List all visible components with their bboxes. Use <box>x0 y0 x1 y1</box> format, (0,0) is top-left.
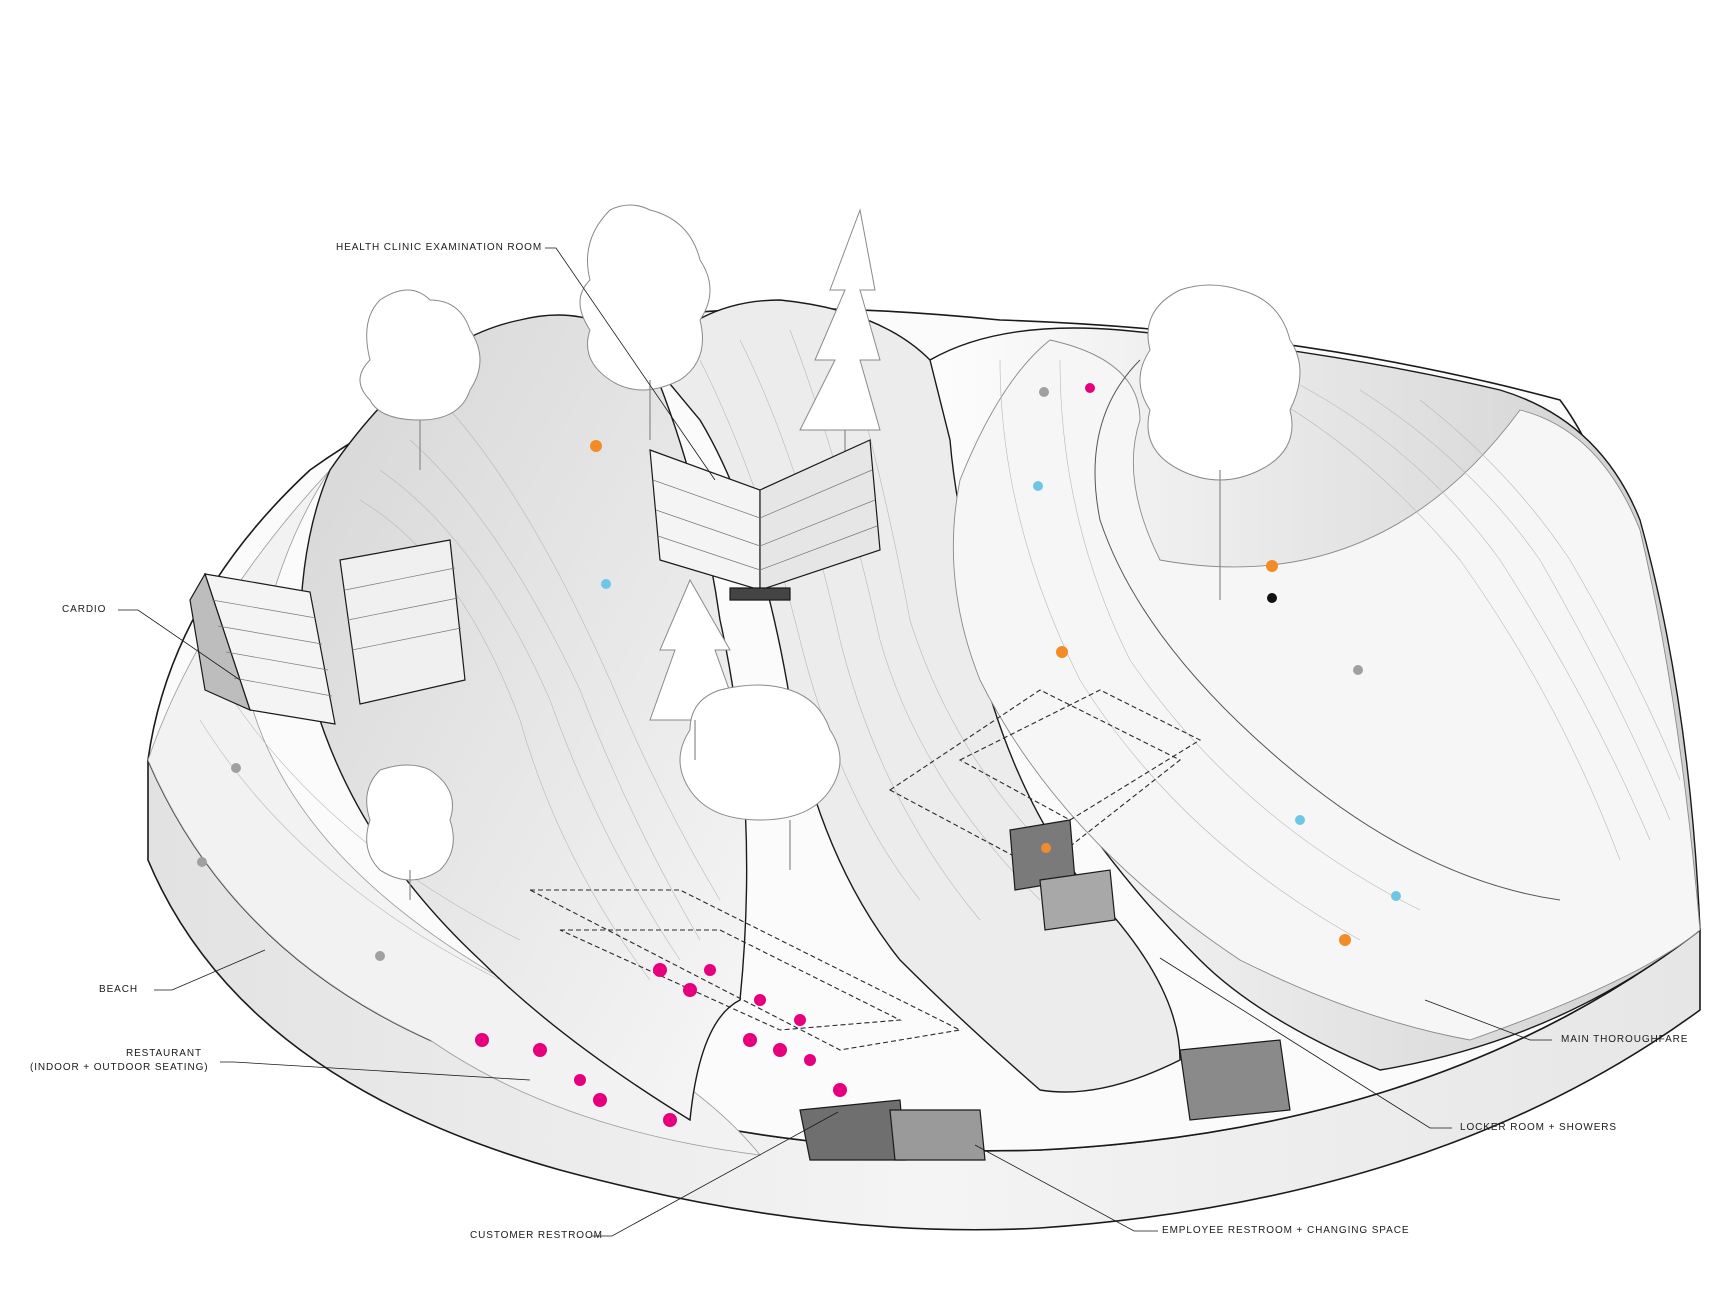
restaurant-building <box>529 889 962 1051</box>
label-restaurant-line1: RESTAURANT <box>125 1048 202 1059</box>
locker-room-building <box>888 689 1202 871</box>
left-ridge <box>299 314 748 1122</box>
people-orange <box>590 440 1351 946</box>
leader-restaurant <box>220 1061 531 1081</box>
label-restaurant-line2: (INDOOR + OUTDOOR SEATING) <box>30 1062 209 1073</box>
thoroughfare <box>952 339 1701 1041</box>
thoroughfare-inner-edge <box>1094 359 1561 901</box>
leader-lines <box>118 247 1552 1237</box>
person-black <box>1267 593 1277 603</box>
restaurant-seating <box>475 963 847 1127</box>
leader-locker-room <box>1159 957 1452 1129</box>
leader-health-clinic <box>545 247 716 481</box>
label-cardio: CARDIO <box>62 604 107 615</box>
cardio-pavilion <box>189 539 466 725</box>
label-health-clinic: HEALTH CLINIC EXAMINATION ROOM <box>336 242 543 253</box>
label-locker-room: LOCKER ROOM + SHOWERS <box>1460 1122 1617 1133</box>
person-magenta <box>1085 383 1095 393</box>
people-gray <box>197 387 1363 961</box>
trees <box>359 204 1301 881</box>
label-customer-restroom: CUSTOMER RESTROOM <box>470 1230 603 1241</box>
label-employee-restroom: EMPLOYEE RESTROOM + CHANGING SPACE <box>1162 1225 1410 1236</box>
leader-cardio <box>118 609 241 681</box>
label-restaurant: RESTAURANT (INDOOR + OUTDOOR SEATING) <box>30 1047 209 1075</box>
leader-employee-restroom <box>974 1144 1158 1232</box>
leader-customer-restroom <box>592 1111 839 1237</box>
leader-beach <box>154 949 266 991</box>
label-main-thoroughfare: MAIN THOROUGHFARE <box>1561 1034 1689 1045</box>
label-beach: BEACH <box>99 984 138 995</box>
restroom-blocks <box>799 819 1291 1161</box>
health-clinic-pavilion <box>649 439 881 601</box>
leader-main-thoroughfare <box>1424 999 1552 1041</box>
tree-trunks <box>409 380 1221 900</box>
people-blue <box>601 481 1401 901</box>
